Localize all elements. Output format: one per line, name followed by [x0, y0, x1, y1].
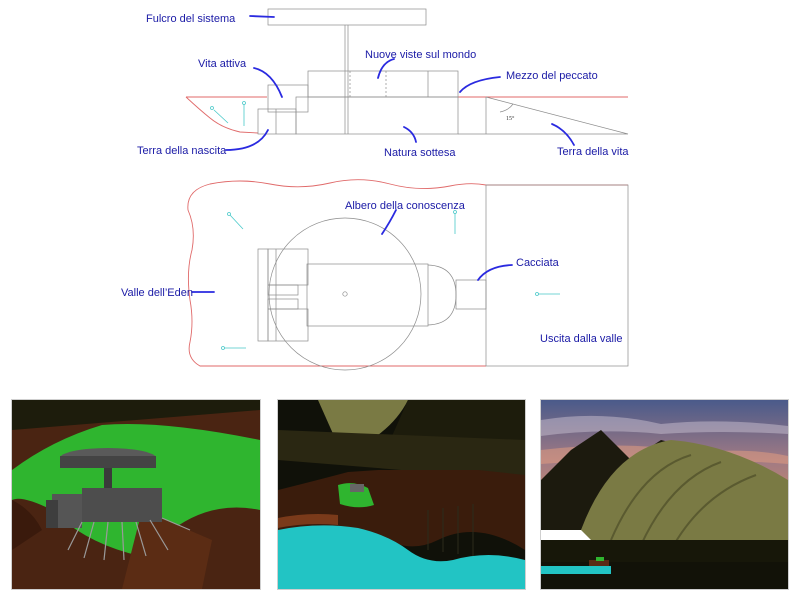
plan-left-notch-1 — [267, 284, 299, 296]
leader-natura-sottesa — [403, 126, 417, 143]
plan-dome — [427, 264, 457, 326]
cyan-arrow-6-head — [221, 346, 225, 350]
cyan-arrow-3 — [229, 214, 244, 230]
render-valley-lake — [277, 399, 526, 590]
leader-strokes — [191, 15, 575, 293]
architectural-drawing: 15° — [121, 8, 629, 371]
leader-terra-nascita — [225, 129, 269, 151]
leader-nuove-viste — [377, 58, 395, 79]
cyan-arrow-1-head — [210, 106, 214, 110]
left-block-upper — [267, 84, 309, 113]
terrain-slope-left — [185, 96, 259, 134]
label-fulcro: Fulcro del sistema — [146, 13, 236, 25]
section-view: 15° — [185, 8, 629, 135]
label-terra-vita: Terra della vita — [557, 146, 629, 158]
cyan-arrow-3-head — [227, 212, 231, 216]
tree-center — [342, 291, 348, 297]
angle-arc — [499, 103, 514, 113]
knowledge-tree-circle — [268, 217, 422, 371]
plan-left-frame — [257, 248, 269, 342]
label-albero: Albero della conoscenza — [345, 200, 466, 212]
valley-exit-box — [485, 184, 629, 367]
label-mezzo-peccato: Mezzo del peccato — [506, 70, 598, 82]
labels: Fulcro del sistema Vita attiva Nuove vis… — [121, 13, 629, 345]
plan-left-block-2 — [267, 308, 309, 342]
plan-left-notch-2 — [267, 298, 299, 310]
label-natura-sottesa: Natura sottesa — [384, 147, 456, 159]
lower-body — [295, 96, 459, 135]
leader-vita-attiva — [253, 67, 283, 98]
label-nuove-viste: Nuove viste sul mondo — [365, 49, 476, 61]
label-terra-nascita: Terra della nascita — [137, 145, 227, 157]
plan-main-body — [306, 263, 429, 327]
main-body — [307, 70, 459, 98]
label-valle-eden: Valle dell’Eden — [121, 287, 193, 299]
leader-fulcro — [249, 15, 275, 18]
machine-on-hill-render — [12, 400, 260, 589]
valley-boundary — [187, 179, 628, 367]
leader-cacciata — [477, 264, 513, 281]
plan-view — [187, 179, 629, 371]
cyan-arrow-1 — [213, 109, 229, 124]
plan-exit-corridor — [455, 279, 487, 310]
leader-albero — [381, 209, 397, 235]
cyan-arrow-4-head — [453, 210, 457, 214]
label-cacciata: Cacciata — [516, 257, 560, 269]
render-machine-on-hill — [11, 399, 261, 590]
label-uscita: Uscita dalla valle — [540, 333, 623, 345]
leader-mezzo-peccato — [459, 76, 501, 93]
ramp — [458, 96, 629, 135]
label-vita-attiva: Vita attiva — [198, 58, 247, 70]
mountain-sunset-render — [541, 400, 788, 589]
valley-lake-render — [278, 400, 525, 589]
cyan-arrow-5-head — [535, 292, 539, 296]
left-block-lower — [257, 108, 297, 135]
fulcrum-plate — [267, 8, 427, 26]
render-mountain-sunset — [540, 399, 789, 590]
angle-label: 15° — [506, 115, 515, 122]
leader-terra-vita — [551, 123, 575, 146]
cyan-arrow-2-head — [242, 101, 246, 105]
